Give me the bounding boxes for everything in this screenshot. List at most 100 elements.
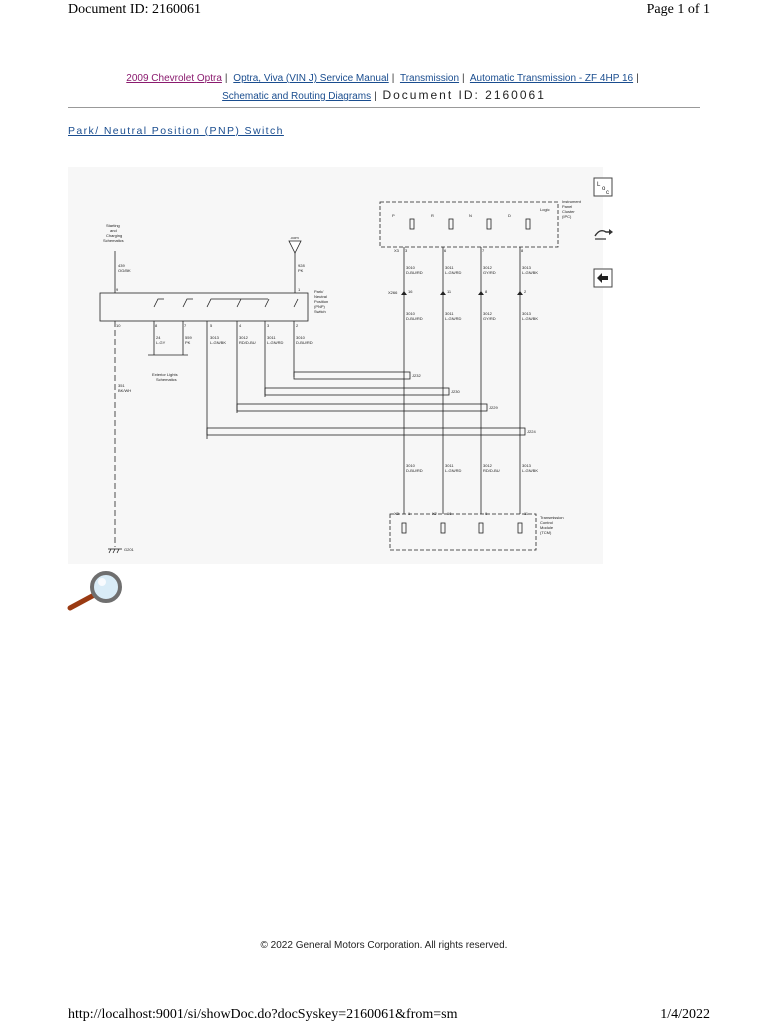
- label-mid-pin-0: 16: [408, 289, 413, 294]
- label-switch-pin-6: 2: [296, 323, 299, 328]
- pnp-switch-box: [99, 292, 309, 322]
- label-circuit-upper-num-3: 3013: [522, 265, 532, 270]
- label-wire-351-color: BK/WH: [118, 388, 131, 393]
- svg-text:c: c: [606, 190, 609, 196]
- label-circuit-upper-num-2: 3012: [483, 265, 493, 270]
- label-pin-top-1: 1: [298, 287, 301, 292]
- label-switch-pin-5: 3: [267, 323, 270, 328]
- label-circuit-mid-color-0: D-BU/RD: [406, 316, 423, 321]
- label-pnp-2: Neutral: [314, 294, 327, 299]
- label-switch-wire-num-1: 559: [185, 335, 192, 340]
- label-ipc-pin-0: 3: [405, 248, 408, 253]
- label-circuit-upper-color-1: L-GN/RD: [445, 270, 462, 275]
- label-splice-j232: J232: [412, 373, 421, 378]
- label-circuit-mid-color-2: GY/RD: [483, 316, 496, 321]
- label-switch-wire-num-3: 3012: [239, 335, 249, 340]
- label-tcm-pin-3: 11: [524, 511, 529, 516]
- label-gear-2: N: [469, 213, 472, 218]
- back-arrow-icon[interactable]: [592, 267, 614, 289]
- label-tcm-pin-2: 6: [485, 511, 488, 516]
- splice-j232: [293, 371, 411, 380]
- label-pnp-5: Switch: [314, 309, 326, 314]
- breadcrumb-link-manual[interactable]: Optra, Viva (VIN J) Service Manual: [233, 73, 389, 84]
- label-switch-wire-num-0: 24: [156, 335, 161, 340]
- label-circuit-lower-color-1: L-GN/RD: [445, 468, 462, 473]
- label-connector-x266: X266: [388, 290, 398, 295]
- label-tcm-pin-0: 1: [408, 511, 411, 516]
- route-arrow-icon[interactable]: [592, 222, 614, 244]
- label-switch-wire-num-5: 3010: [296, 335, 306, 340]
- label-circuit-mid-color-1: L-GN/RD: [445, 316, 462, 321]
- label-tcm-4: (TCM): [540, 530, 552, 535]
- print-header-page: Page 1 of 1: [646, 2, 710, 17]
- splice-j230: [264, 387, 450, 396]
- breadcrumb-document-id: Document ID: 2160061: [382, 88, 546, 102]
- section-title-link[interactable]: Park/ Neutral Position (PNP) Switch: [68, 125, 284, 137]
- breadcrumb-separator: |: [636, 73, 639, 84]
- label-switch-wire-color-5: D-BU/RD: [296, 340, 313, 345]
- breadcrumb-link-transmission[interactable]: Transmission: [399, 73, 460, 84]
- label-tcm-pin-1: 16: [447, 511, 452, 516]
- breadcrumb-separator: |: [391, 73, 395, 84]
- label-circuit-lower-num-3: 3013: [522, 463, 532, 468]
- label-circuit-mid-num-3: 3013: [522, 311, 532, 316]
- breadcrumb-link-schematic-diagrams[interactable]: Schematic and Routing Diagrams: [222, 91, 372, 102]
- label-exterior-lights: Exterior Lights: [152, 372, 178, 377]
- label-circuit-lower-num-1: 3011: [445, 463, 454, 468]
- label-mid-pin-2: 8: [485, 289, 488, 294]
- label-pnp-3: Position: [314, 299, 328, 304]
- label-switch-pin-1: 8: [155, 323, 158, 328]
- label-wire-439: 439: [118, 263, 125, 268]
- breadcrumb-link-automatic-transmission[interactable]: Automatic Transmission - ZF 4HP 16: [469, 73, 634, 84]
- copyright-notice: © 2022 General Motors Corporation. All r…: [260, 940, 508, 951]
- zoom-magnifier-icon[interactable]: [66, 570, 128, 612]
- label-circuit-mid-num-0: 3010: [406, 311, 416, 316]
- label-com: .com: [290, 235, 299, 240]
- label-tcm-1: Transmission: [540, 515, 564, 520]
- label-ipc-2: Panel: [562, 204, 572, 209]
- tcm-module-box: [389, 513, 537, 551]
- label-switch-pin-2: 7: [184, 323, 187, 328]
- print-footer-url: http://localhost:9001/si/showDoc.do?docS…: [68, 1007, 458, 1022]
- schematic-diagram[interactable]: Starting and Charging Schematics .com 43…: [68, 167, 603, 564]
- label-switch-wire-color-2: L-GN/BK: [210, 340, 226, 345]
- splice-j229: [236, 403, 488, 412]
- label-switch-pin-4: 4: [239, 323, 242, 328]
- label-circuit-lower-color-0: D-BU/RD: [406, 468, 423, 473]
- label-mid-pin-3: 2: [524, 289, 527, 294]
- label-pnp-1: Park/: [314, 289, 324, 294]
- label-connector-x3-bottom: X3: [394, 511, 400, 516]
- label-circuit-upper-color-0: D-BU/RD: [406, 270, 423, 275]
- label-circuit-upper-num-0: 3010: [406, 265, 416, 270]
- breadcrumb-separator: |: [374, 91, 377, 102]
- breadcrumb-link-vehicle[interactable]: 2009 Chevrolet Optra: [126, 73, 222, 84]
- label-circuit-lower-num-0: 3010: [406, 463, 416, 468]
- label-and: and: [110, 228, 117, 233]
- label-switch-wire-color-3: RD/D-BU: [239, 340, 256, 345]
- label-circuit-mid-color-3: L-GN/BK: [522, 316, 538, 321]
- label-circuit-lower-color-3: L-GN/BK: [522, 468, 538, 473]
- label-charging: Charging: [106, 233, 122, 238]
- print-header-doc-id: Document ID: 2160061: [68, 2, 201, 17]
- label-circuit-upper-color-3: L-GN/BK: [522, 270, 538, 275]
- label-circuit-upper-num-1: 3011: [445, 265, 454, 270]
- label-wire-928-color: PK: [298, 268, 304, 273]
- label-logic: Logic: [540, 207, 550, 212]
- label-mid-pin-1: 11: [447, 289, 452, 294]
- label-ipc-pin-1: 6: [444, 248, 447, 253]
- label-circuit-lower-color-2: RD/D-BU: [483, 468, 500, 473]
- label-ipc-pin-2: 7: [482, 248, 485, 253]
- label-splice-j229: J229: [489, 405, 498, 410]
- label-switch-pin-3: 5: [210, 323, 213, 328]
- legend-icon[interactable]: L o c: [592, 176, 614, 198]
- label-circuit-mid-num-2: 3012: [483, 311, 493, 316]
- breadcrumb-separator: |: [224, 73, 228, 84]
- label-pnp-4: (PNP): [314, 304, 326, 309]
- label-starting: Starting: [106, 223, 120, 228]
- label-ipc-4: (IPC): [562, 214, 572, 219]
- label-wire-928: 928: [298, 263, 305, 268]
- label-switch-wire-color-1: PK: [185, 340, 191, 345]
- label-wire-439-color: OG/BK: [118, 268, 131, 273]
- label-ground: G201: [124, 547, 135, 552]
